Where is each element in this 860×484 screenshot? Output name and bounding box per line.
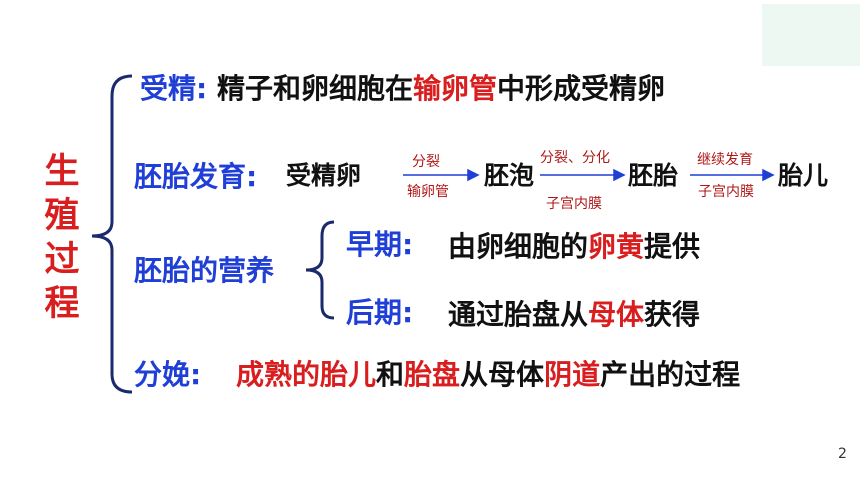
delivery-text: 成熟的胎儿和胎盘从母体阴道产出的过程 — [236, 358, 740, 392]
highlight-placenta: 胎盘 — [404, 358, 461, 391]
arrow-3 — [690, 168, 775, 182]
colon: : — [246, 160, 258, 193]
title-char: 过 — [44, 240, 80, 280]
colon: : — [402, 296, 414, 329]
highlight-mother: 母体 — [588, 298, 645, 331]
row-fertilization: 受精: 精子和卵细胞在输卵管中形成受精卵 — [140, 72, 665, 106]
highlight-vagina: 阴道 — [544, 358, 601, 391]
highlight-fetus: 成熟的胎儿 — [236, 358, 377, 391]
late-text: 通过胎盘从母体获得 — [448, 298, 700, 332]
arrow-2-top: 分裂、分化 — [540, 150, 610, 166]
label-embryo-development: 胚胎发育: — [134, 160, 257, 194]
main-brace — [91, 74, 133, 394]
arrow-2-bottom: 子宫内膜 — [546, 196, 602, 212]
highlight-yolk: 卵黄 — [588, 230, 645, 263]
stage-zygote: 受精卵 — [286, 161, 362, 190]
label-delivery: 分娩 — [134, 358, 191, 391]
arrow-2 — [540, 168, 626, 182]
text: 产出的过程 — [600, 358, 741, 391]
arrow-1-bottom: 输卵管 — [407, 184, 449, 200]
colon: : — [196, 72, 208, 105]
corner-decoration — [762, 4, 860, 66]
label-text: 胚胎发育 — [134, 160, 247, 193]
row-early: 早期: — [346, 228, 413, 262]
text: 由卵细胞的 — [448, 230, 589, 263]
text: 提供 — [644, 230, 701, 263]
label-late: 后期 — [346, 296, 403, 329]
arrow-1 — [403, 168, 480, 182]
stage-fetus: 胎儿 — [778, 161, 829, 190]
label-fertilization: 受精 — [140, 72, 197, 105]
page-number: 2 — [838, 446, 847, 462]
label-early: 早期 — [346, 228, 403, 261]
row-delivery: 分娩: — [134, 358, 201, 392]
text: 从母体 — [460, 358, 545, 391]
title-char: 生 — [44, 152, 80, 192]
early-text: 由卵细胞的卵黄提供 — [448, 230, 700, 264]
text: 通过胎盘从 — [448, 298, 589, 331]
text: 精子和卵细胞在 — [216, 72, 413, 105]
label-nutrition: 胚胎的营养 — [134, 254, 275, 287]
colon: : — [402, 228, 414, 261]
text: 和 — [376, 358, 405, 391]
arrow-1-top: 分裂 — [412, 154, 440, 170]
title-char: 殖 — [44, 196, 80, 236]
text: 获得 — [644, 298, 701, 331]
stage-embryo: 胚胎 — [628, 161, 679, 190]
title-char: 程 — [44, 284, 80, 324]
row-late: 后期: — [346, 296, 413, 330]
text: 中形成受精卵 — [497, 72, 666, 105]
highlight-oviduct: 输卵管 — [412, 72, 497, 105]
vertical-title: 生 殖 过 程 — [42, 150, 82, 326]
stage-blastocyst: 胚泡 — [484, 161, 535, 190]
arrow-3-bottom: 子宫内膜 — [698, 184, 754, 200]
arrow-3-top: 继续发育 — [697, 152, 753, 168]
nutrition-brace — [305, 220, 335, 320]
colon: : — [190, 358, 202, 391]
